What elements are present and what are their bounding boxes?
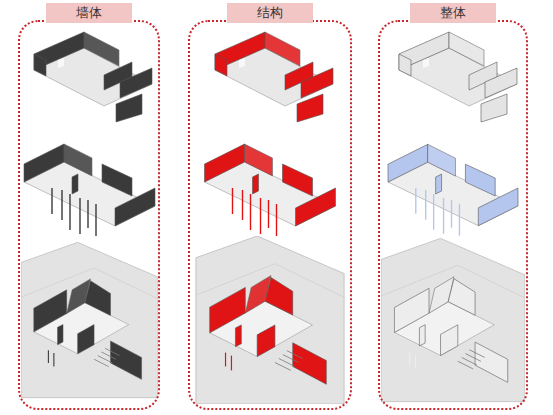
group-panel: 整体 (378, 20, 528, 410)
panel-heading: 结构 (227, 3, 313, 23)
group-panel: 结构 (188, 20, 352, 410)
panel-heading: 整体 (410, 3, 496, 23)
group-panel: 墙体 (18, 20, 160, 410)
panel-heading: 墙体 (46, 3, 132, 23)
